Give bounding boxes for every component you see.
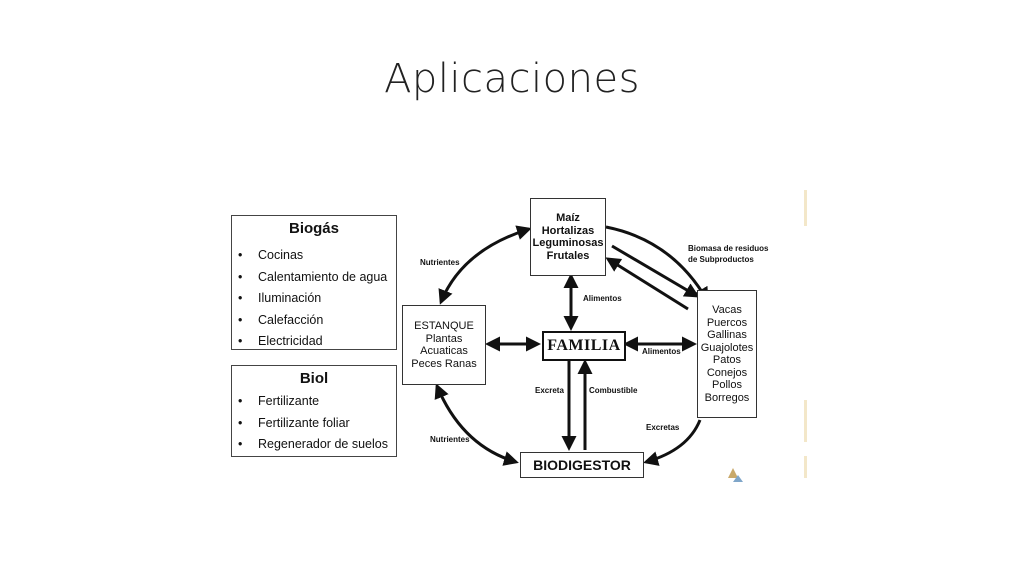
label-residues-1: Biomasa de residuos (688, 244, 769, 253)
logo-mark (728, 468, 743, 482)
label-food-right: Alimentos (642, 347, 681, 356)
image-edge-strip (804, 190, 807, 226)
biol-title: Biol (299, 370, 329, 387)
arrow-pond-digester (434, 383, 519, 466)
arrow-animals-digester (643, 419, 702, 466)
arrow-residues-out (611, 244, 700, 298)
biogas-item: Electricidad (238, 331, 396, 353)
arrow-residues-back (605, 257, 689, 311)
image-edge-strip (804, 400, 807, 442)
biol-item: Fertilizante (238, 391, 396, 413)
crops-node: Maíz Hortalizas Leguminosas Frutales (530, 198, 606, 276)
pond-label: Plantas (425, 332, 463, 345)
label-fuel: Combustible (589, 386, 638, 395)
biogas-list: Cocinas Calentamiento de agua Iluminació… (232, 245, 396, 353)
biogas-item: Iluminación (238, 288, 396, 310)
label-nutrients-bottom: Nutrientes (430, 435, 470, 444)
biol-item: Regenerador de suelos (238, 434, 396, 456)
label-residues-2: de Subproductos (688, 255, 754, 264)
biogas-item: Calentamiento de agua (238, 267, 396, 289)
biol-panel: Biol Fertilizante Fertilizante foliar Re… (231, 365, 397, 457)
label-excreta-right: Excretas (646, 423, 680, 432)
crop-label: Leguminosas (532, 237, 604, 249)
digester-node: BIODIGESTOR (520, 452, 644, 478)
biol-list: Fertilizante Fertilizante foliar Regener… (232, 391, 396, 456)
pond-node: ESTANQUE Plantas Acuaticas Peces Ranas (402, 305, 486, 385)
animal-label: Gallinas (707, 329, 747, 341)
biogas-item: Calefacción (238, 310, 396, 332)
label-food-top: Alimentos (583, 294, 622, 303)
pond-label: Acuaticas (420, 345, 468, 357)
animal-label: Conejos (706, 366, 748, 379)
label-excreta-left: Excreta (535, 386, 564, 395)
animal-label: Puercos (706, 316, 748, 329)
family-node: FAMILIA (542, 331, 626, 361)
biogas-title: Biogás (288, 220, 339, 237)
animal-label: Borregos (704, 391, 750, 404)
arrow-crops-pond (438, 225, 532, 305)
biogas-item: Cocinas (238, 245, 396, 267)
animal-label: Pollos (712, 379, 742, 391)
animal-label: Patos (712, 354, 742, 366)
image-edge-strip (804, 456, 807, 478)
crop-label: Maíz (556, 212, 580, 224)
pond-label: Peces Ranas (411, 357, 477, 370)
crop-label: Frutales (546, 249, 590, 262)
label-nutrients-top: Nutrientes (420, 258, 460, 267)
pond-label: ESTANQUE (414, 320, 474, 332)
biogas-panel: Biogás Cocinas Calentamiento de agua Ilu… (231, 215, 397, 350)
animal-label: Guajolotes (700, 341, 754, 354)
animals-node: Vacas Puercos Gallinas Guajolotes Patos … (697, 290, 757, 418)
biol-item: Fertilizante foliar (238, 413, 396, 435)
crop-label: Hortalizas (541, 224, 595, 237)
animal-label: Vacas (712, 304, 742, 316)
slide-title: Aplicaciones (384, 56, 640, 102)
